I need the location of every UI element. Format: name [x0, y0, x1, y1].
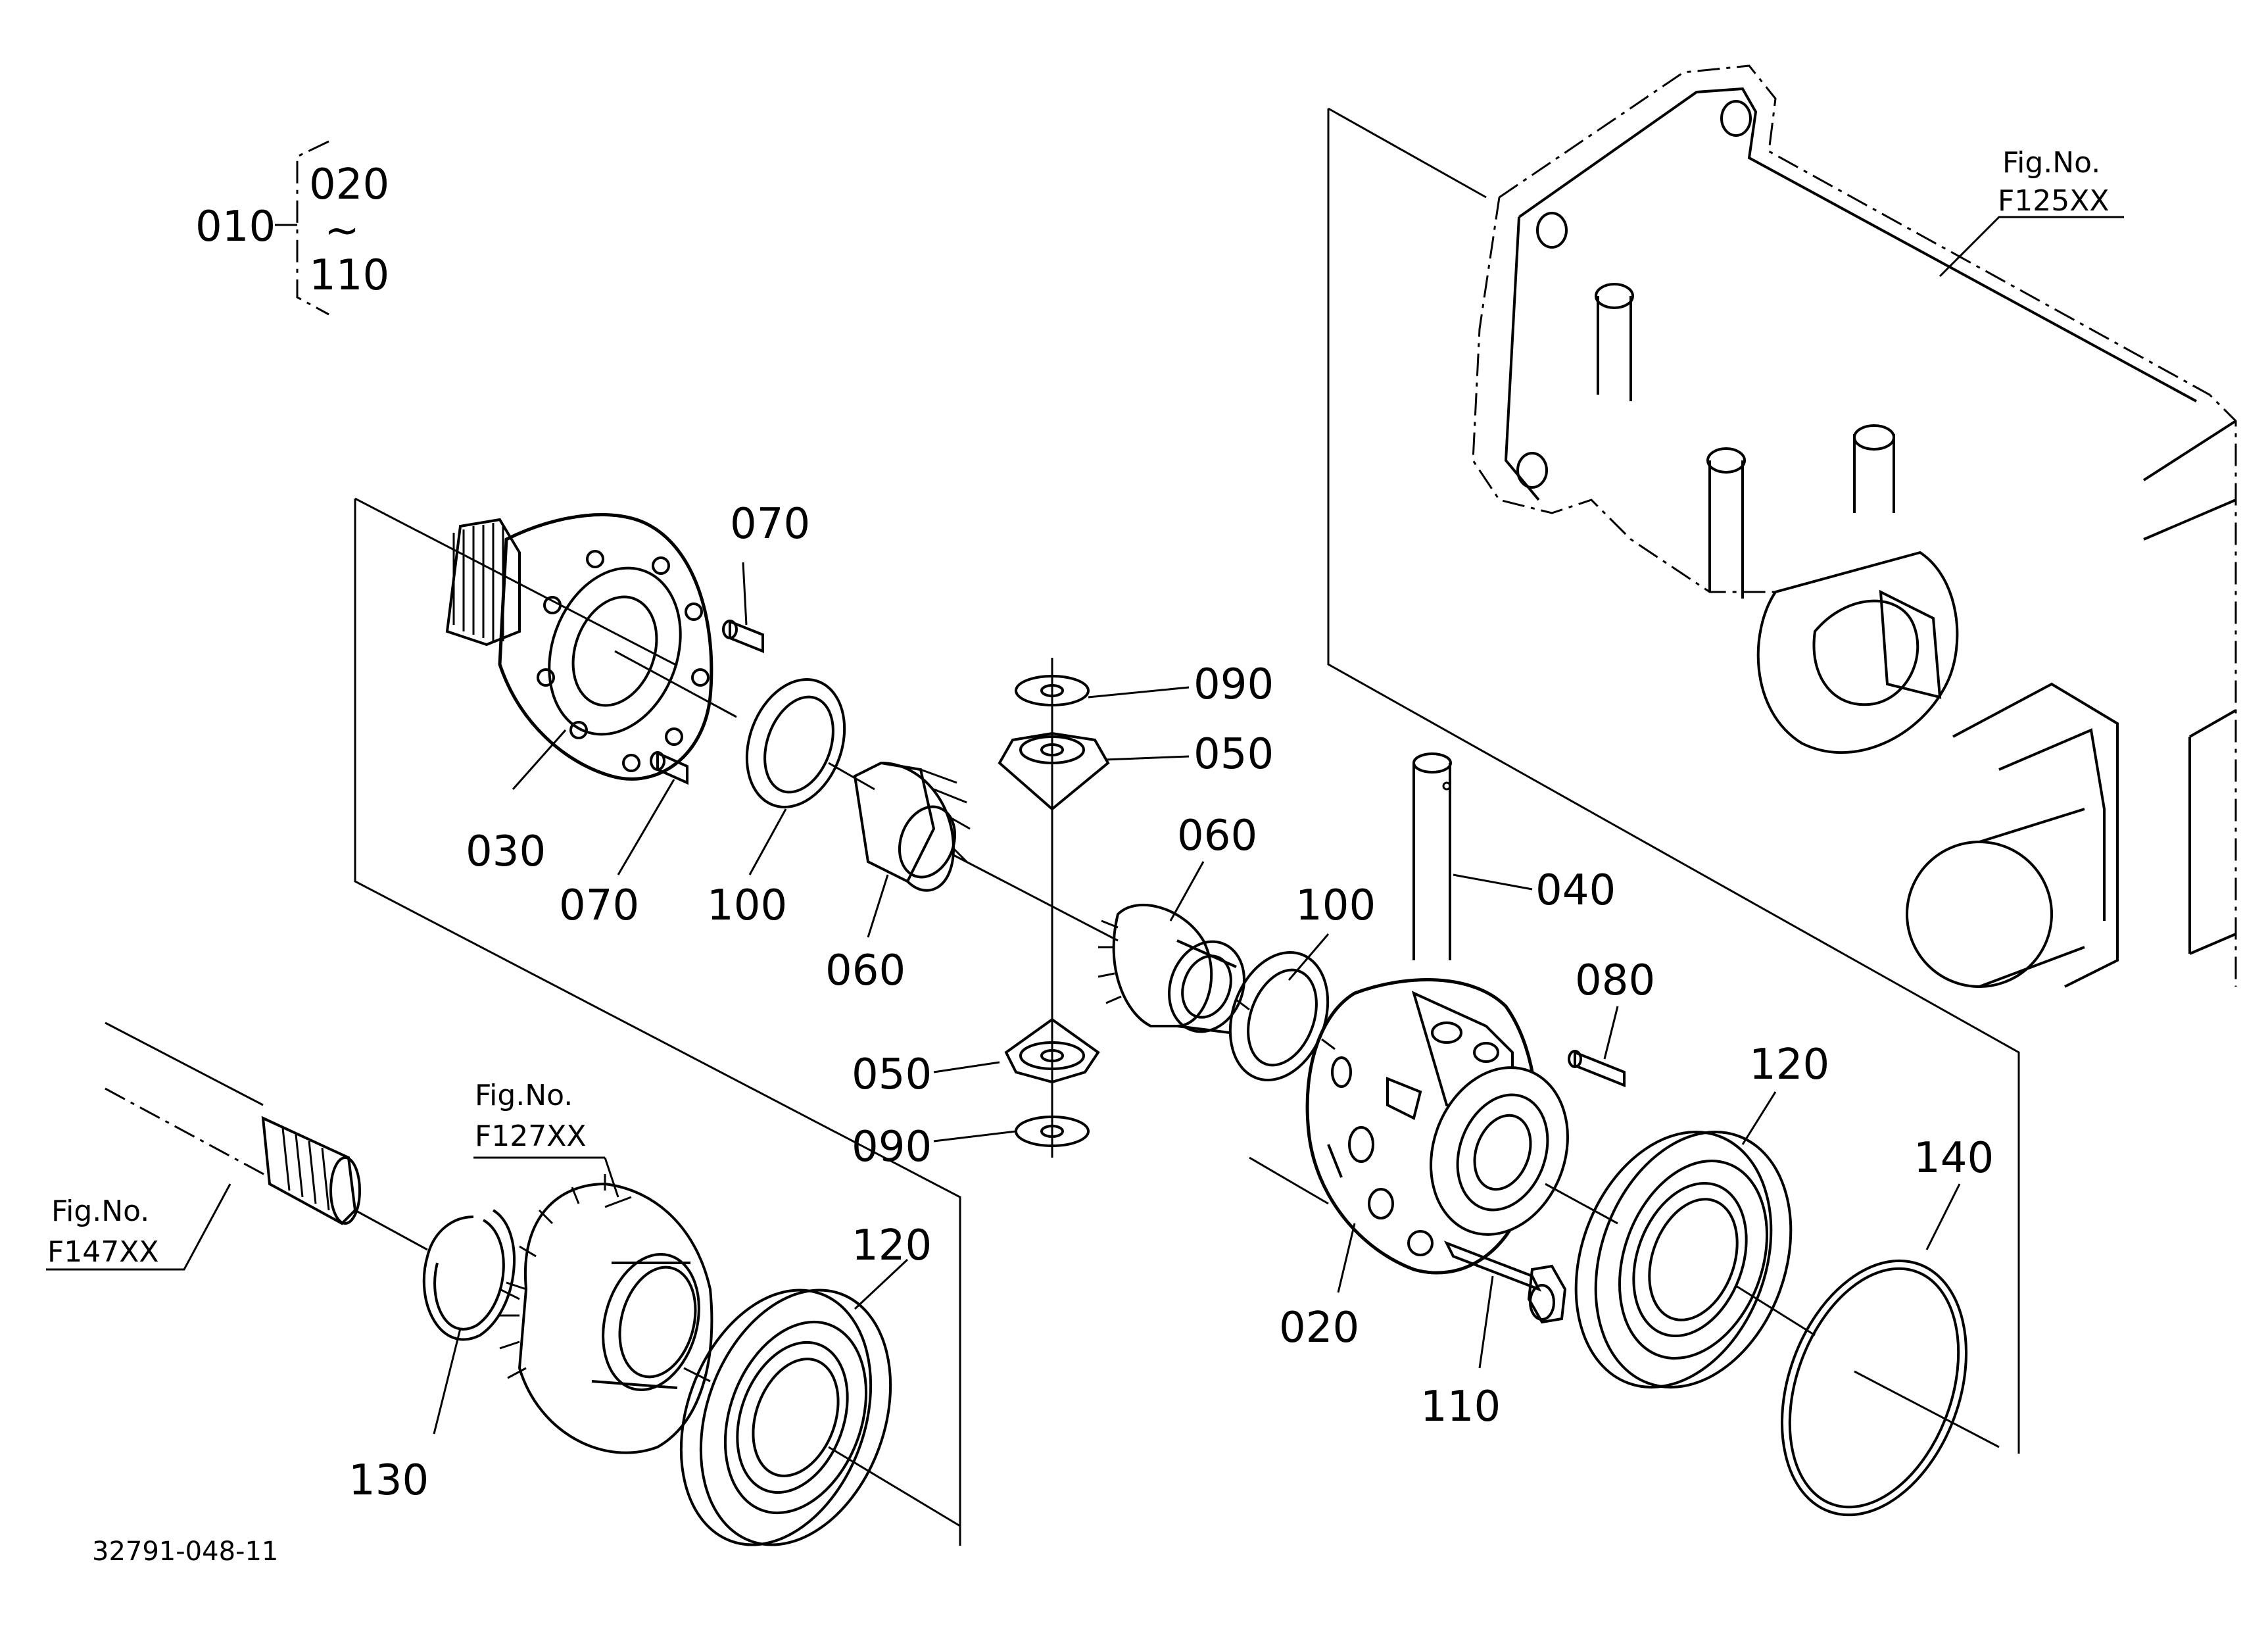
label-070-bottom: 070 [559, 881, 639, 930]
housing-panel-outlines [354, 107, 2020, 1546]
axle-shaft [105, 1021, 361, 1225]
label-030: 030 [466, 827, 546, 876]
fig-ref-f125-code: F125XX [1998, 184, 2110, 218]
label-120-left: 120 [852, 1221, 932, 1270]
label-070-top: 070 [730, 500, 810, 549]
snap-ring-130 [422, 1209, 516, 1341]
label-140: 140 [1914, 1134, 1994, 1183]
label-050-bottom: 050 [852, 1050, 932, 1099]
label-130: 130 [349, 1456, 429, 1505]
side-gear-060-left [853, 761, 971, 892]
ball-bearing-120-left [679, 1289, 892, 1546]
label-120-right: 120 [1749, 1041, 1829, 1089]
label-110-range-bottom: 110 [309, 251, 389, 300]
label-tilde: ~ [324, 207, 360, 255]
label-060-left: 060 [825, 946, 905, 995]
diff-case-020 [1305, 978, 1569, 1275]
assembly-axis-lines [354, 650, 2000, 1527]
dowel-pin-070-top [722, 620, 764, 653]
label-060-right: 060 [1177, 812, 1257, 860]
fig-ref-f125-title: Fig.No. [2002, 146, 2100, 180]
o-ring-140 [1780, 1259, 1968, 1517]
thrust-washer-100-left [745, 678, 846, 808]
label-020-range-top: 020 [309, 160, 389, 209]
label-080: 080 [1575, 956, 1655, 1005]
fig-ref-f147-code: F147XX [47, 1235, 159, 1269]
fig-ref-f127-code: F127XX [475, 1119, 587, 1153]
figure-reference-labels: Fig.No. F125XX Fig.No. F127XX Fig.No. F1… [47, 146, 2110, 1269]
side-gear-060-right [1098, 904, 1245, 1034]
ball-bearing-120-right [1574, 1131, 1793, 1389]
drawing-code: 32791-048-11 [92, 1536, 278, 1567]
label-100-right: 100 [1295, 881, 1376, 930]
label-110: 110 [1420, 1383, 1501, 1431]
assembly-bracket [275, 140, 329, 316]
label-100-left: 100 [707, 881, 787, 930]
label-020: 020 [1279, 1304, 1359, 1352]
thrust-washer-100-right [1228, 951, 1330, 1081]
flange-bolt-110 [1443, 1241, 1567, 1324]
label-090-bottom: 090 [852, 1123, 932, 1171]
label-050-top: 050 [1194, 730, 1274, 779]
label-010: 010 [195, 203, 276, 251]
label-090-top: 090 [1194, 660, 1274, 709]
fig-ref-f127-title: Fig.No. [475, 1079, 573, 1112]
part-number-labels: 010 020 ~ 110 070 030 070 100 060 090 05… [195, 160, 1994, 1505]
diff-case-030 [445, 513, 713, 781]
ring-gear-f127 [499, 1174, 713, 1454]
fig-ref-f147-title: Fig.No. [51, 1194, 149, 1228]
label-040: 040 [1535, 866, 1616, 915]
pinion-gear-050-top [998, 731, 1110, 811]
transmission-case [1472, 64, 2237, 988]
leader-lines [46, 216, 2124, 1435]
dowel-pin-070-bottom [650, 750, 688, 785]
pinion-shaft-040 [1412, 752, 1452, 960]
spring-pin-080 [1568, 1050, 1626, 1087]
